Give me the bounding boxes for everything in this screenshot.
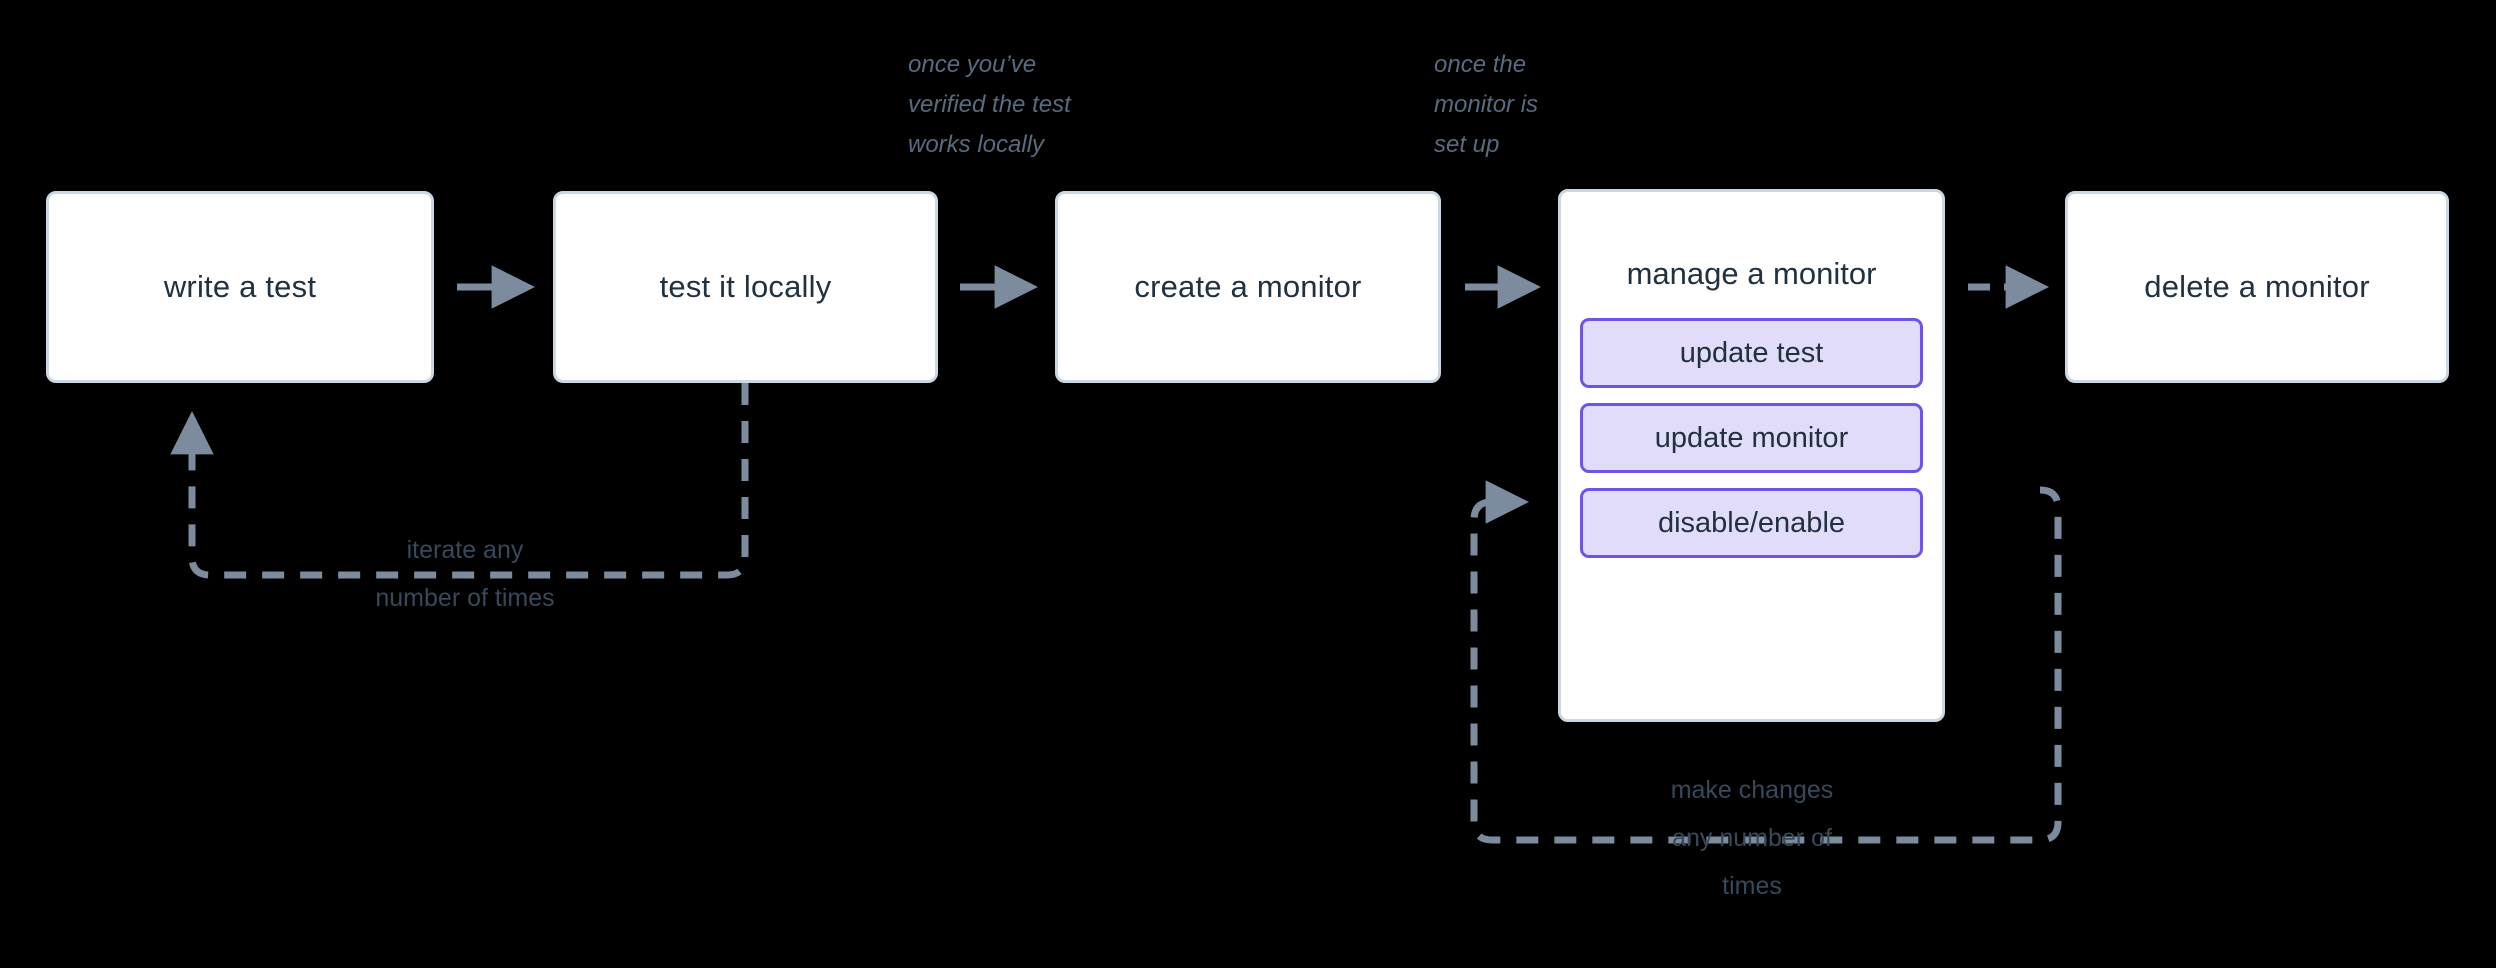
- node-label: test it locally: [659, 269, 832, 305]
- node-test-it-locally[interactable]: test it locally: [553, 191, 938, 383]
- node-write-a-test[interactable]: write a test: [46, 191, 434, 383]
- node-create-a-monitor[interactable]: create a monitor: [1055, 191, 1441, 383]
- note-verified-the-test: once you’ve verified the test works loca…: [908, 51, 1071, 158]
- node-delete-a-monitor[interactable]: delete a monitor: [2065, 191, 2449, 383]
- sub-node-update-test[interactable]: update test: [1580, 318, 1923, 388]
- node-label: write a test: [163, 269, 317, 305]
- sub-node-update-monitor[interactable]: update monitor: [1580, 403, 1923, 473]
- sub-node-list: update test update monitor disable/enabl…: [1580, 318, 1923, 558]
- sub-node-label: update test: [1679, 336, 1824, 369]
- loop-label-make-changes: make changes any number of times: [1670, 776, 1834, 900]
- node-manage-a-monitor[interactable]: manage a monitor update test update moni…: [1558, 189, 1945, 722]
- sub-node-disable-enable[interactable]: disable/enable: [1580, 488, 1923, 558]
- note-monitor-set-up: once the monitor is set up: [1434, 51, 1539, 158]
- node-label: delete a monitor: [2144, 269, 2370, 305]
- sub-node-label: update monitor: [1654, 421, 1849, 454]
- sub-node-label: disable/enable: [1657, 506, 1846, 539]
- node-label: manage a monitor: [1626, 256, 1877, 291]
- loop-label-iterate: iterate any number of times: [375, 536, 555, 612]
- node-label: create a monitor: [1134, 269, 1362, 305]
